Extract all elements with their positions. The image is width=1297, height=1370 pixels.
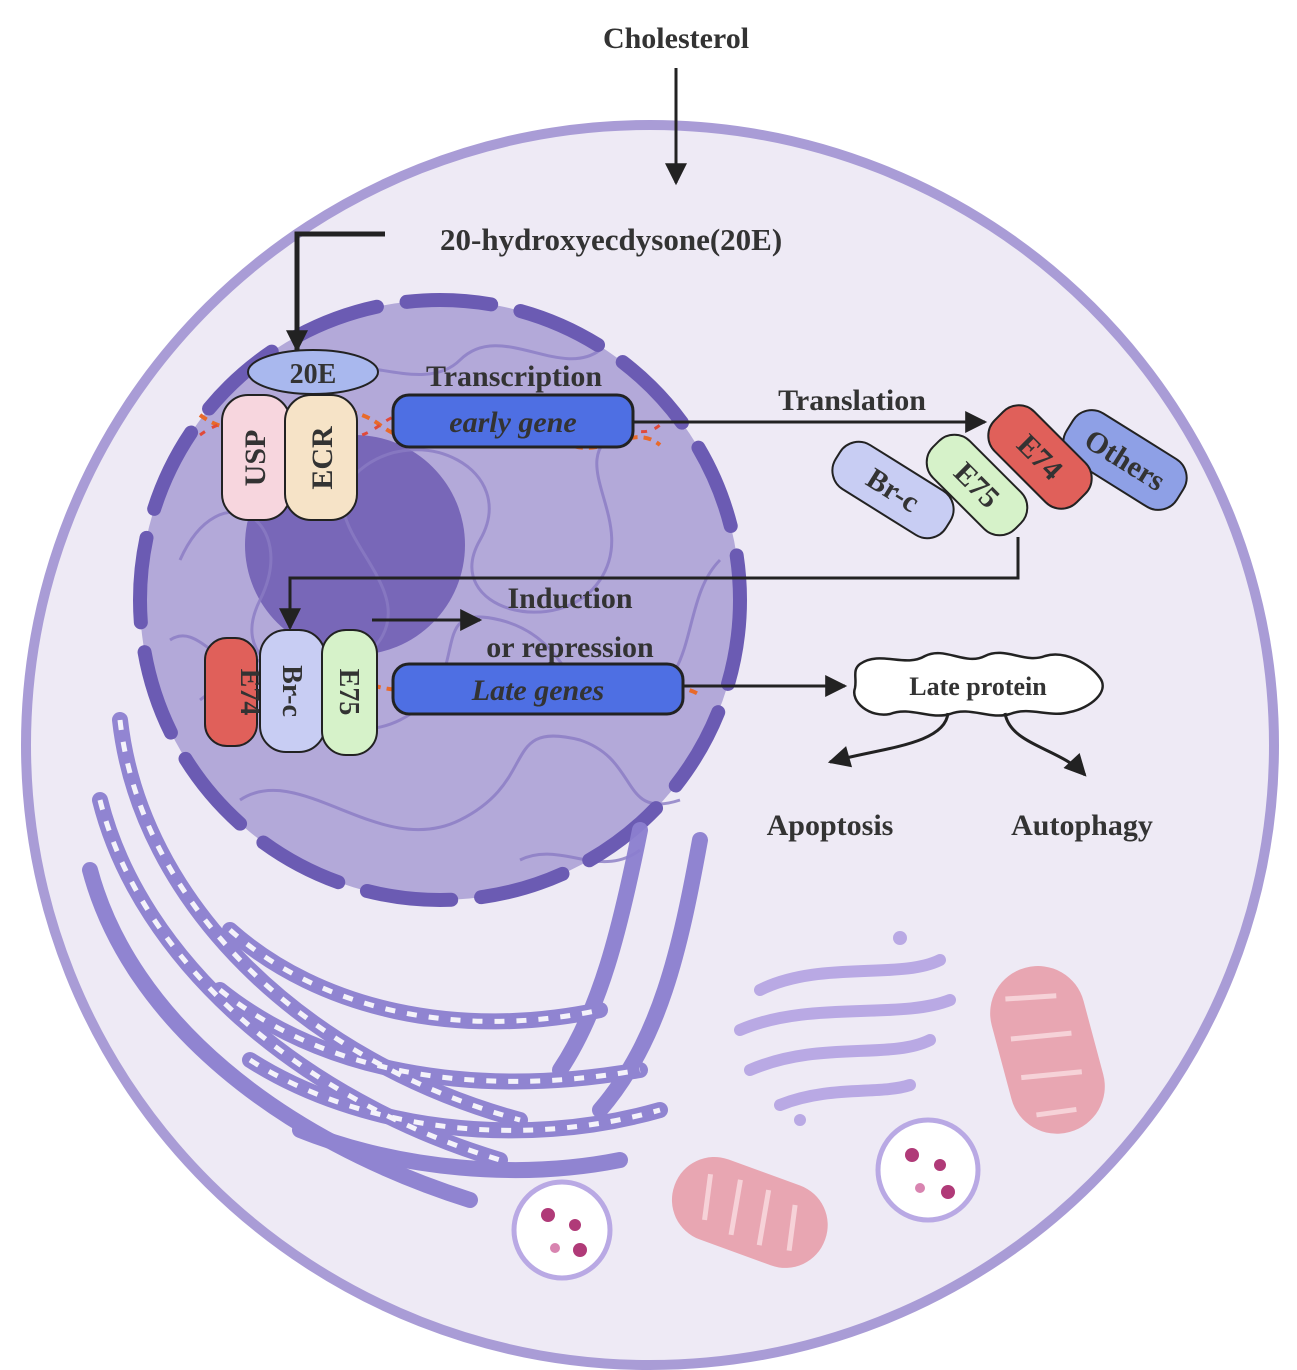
late-protein [853, 651, 1104, 717]
ecr-receptor [284, 394, 358, 521]
e74-late-protein [204, 637, 258, 747]
transcription-label: Transcription [426, 360, 602, 393]
late-genes [391, 662, 685, 716]
hormone-arrow [286, 231, 385, 353]
hormone-label: 20-hydroxyecdysone(20E) [440, 222, 782, 257]
autophagy-label: Autophagy [1011, 809, 1153, 842]
induction-label: Induction [507, 582, 632, 615]
ligand-20e-label: 20E [290, 359, 337, 390]
late-genes-label: Late genes [471, 674, 604, 707]
apoptosis-label: Apoptosis [767, 809, 894, 842]
translation-label: Translation [778, 384, 926, 417]
brc-late-label: Br-c [276, 665, 307, 717]
autophagy-arrow [1003, 712, 1087, 777]
repression-label: or repression [486, 631, 654, 664]
apoptosis-arrow [827, 712, 950, 768]
e74-protein: E74 [987, 404, 1093, 510]
early-gene-label: early gene [449, 406, 576, 439]
mitochondrion [990, 966, 1105, 1134]
cholesterol-label: Cholesterol [603, 22, 749, 55]
golgi-apparatus [734, 931, 956, 1126]
late-protein-label: Late protein [909, 672, 1047, 701]
lysosome [875, 1117, 981, 1223]
feedback-arrow [279, 537, 1020, 631]
e75-late-label: E75 [333, 669, 364, 716]
lysosome [511, 1179, 613, 1281]
usp-label: USP [239, 430, 272, 487]
mitochondrion [671, 1157, 828, 1268]
e75-late-protein [321, 629, 378, 756]
ecr-label: ECR [306, 426, 339, 490]
